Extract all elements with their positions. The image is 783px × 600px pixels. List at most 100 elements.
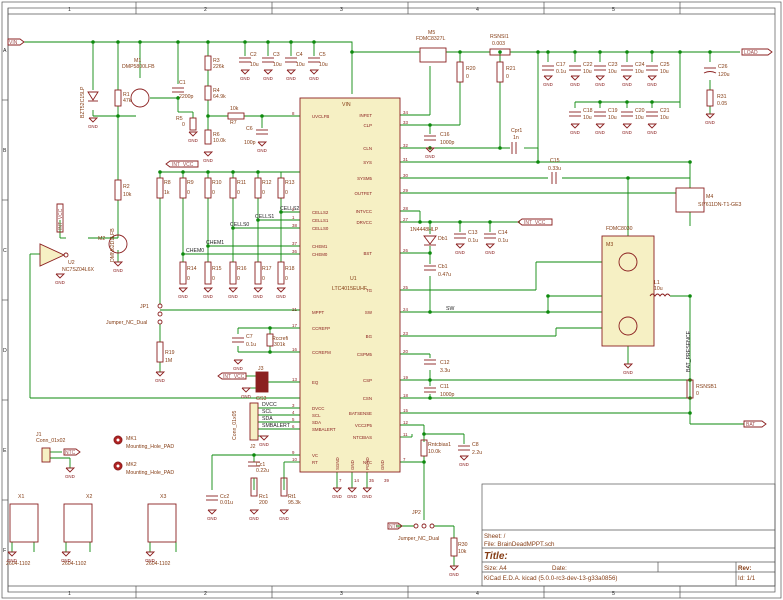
gnd-label: GND [259,442,269,447]
frame-col-1-bottom: 1 [68,591,71,597]
gnd-symbol [570,75,581,81]
int-vcc-label-left: INT_VCC [58,208,64,230]
r2-value: 10k [123,192,132,198]
net-smbalert: SMBALERT [262,423,291,429]
m2-value: DMN62D1LFB [110,228,116,262]
u1-pin-number: 9 [292,450,295,455]
frame-col-4-bottom: 4 [476,591,479,597]
u1-pin-number: 23 [403,331,408,336]
u1-pin-name: PGND [365,457,370,470]
u1-pin-name: CHEM1 [312,244,328,249]
r3-ref: R3 [213,58,220,64]
c26-value: 120u [718,72,730,78]
c7-ref: C7 [246,334,253,340]
gnd-symbol [622,75,633,81]
junction-dots [91,40,712,464]
gnd-symbol [309,69,320,75]
u2-ref: U2 [68,260,75,266]
c6-value: 100p [244,140,256,146]
gnd-label: GND [263,76,273,81]
gnd-label: GND [595,130,605,135]
u1-pin-number: 4 [292,410,295,415]
u1-pin-number: 33 [403,120,408,125]
cc1-ref: Cc1 [256,462,265,468]
gnd-symbol [570,123,581,129]
x3-ref: X3 [160,494,166,500]
gnd-label: GND [455,250,465,255]
gnd-symbol [455,243,466,249]
u1-pin-name: INFET [359,113,372,118]
u1-pin-name: GND [350,460,355,470]
component-labels: BZT52C15LP M1 DMP5800LFB R1 47k C1 2200p… [6,30,742,567]
u1-pin-number: 24 [403,307,408,312]
gnd-label: GND [55,280,65,285]
u1-pin-number: 15 [403,408,408,413]
u1-pin-name: EQ [312,380,319,385]
gnd-label: GND [449,572,459,577]
u1-pin-name: VC [312,453,318,458]
net-scl: SCL [262,409,272,415]
c3-ref: C3 [273,52,280,58]
title-kicad: KiCad E.D.A. kicad (5.0.0-rc3-dev-13-g33… [484,575,617,582]
r11-value: 0 [237,190,240,196]
c19-ref: C19 [608,108,618,114]
gnd-label: GND [145,558,155,563]
c2-value: 10u [250,62,259,68]
c13-ref: C13 [468,230,478,236]
u1-pin-number: 13 [292,377,297,382]
u1-pin-number: 16 [292,347,297,352]
gnd-label: GND [207,516,217,521]
u1-pin-number: 39 [384,478,389,483]
gnd-label: GND [332,494,342,499]
l1-ref: L1 [654,280,660,286]
bat-label: BAT [746,422,755,428]
j3-ref: J3 [258,366,264,372]
gnd-label: GND [203,294,213,299]
u1-pin-number: 27 [403,217,408,222]
c16-value: 1000p [440,140,455,146]
mk1-ref: MK1 [126,436,137,442]
gnd-symbol [228,287,239,293]
jp2-value: Jumper_NC_Dual [398,536,439,542]
int-vcc-label-mid: INT_VCC [172,162,194,168]
r16-ref: R16 [237,266,247,272]
c5-value: 10u [319,62,328,68]
u1-pin-name: SGND [335,457,340,470]
m5-ref: M5 [428,30,435,36]
frame-row-d: D [3,348,7,354]
gnd-label: GND [647,82,657,87]
net-chem1: CHEM1 [206,240,224,246]
c21-ref: C21 [660,108,670,114]
rt1-ref: Rt1 [288,494,296,500]
net-dvcc: DVCC [262,402,277,408]
title-label: Title: [484,551,508,562]
m2-ref: M2 [98,236,105,242]
c13-value: 0.1u [468,238,478,244]
c20-value: 10u [635,115,644,121]
u1-pin-number: 31 [403,157,408,162]
c19-value: 10u [608,115,617,121]
frame-row-a: A [3,48,7,54]
r30-value: 10k [458,549,467,555]
c1-ref: C1 [179,80,186,86]
gnd-symbol [178,287,189,293]
u1-pin-name: CSP [363,378,372,383]
u1-pin-number: 6 [292,424,295,429]
ntc-label-jp2-shape [387,522,403,530]
gnd-label: GND [241,394,251,399]
c1-value: 2200p [179,94,194,100]
gnd-symbol [279,509,290,515]
r16-value: 0 [237,276,240,282]
r4-ref: R4 [213,88,220,94]
u1-pin-name: OUTFET [354,191,372,196]
ntc-label-jp2: NTC [389,524,400,530]
gnd-symbol [55,273,66,279]
net-sda: SDA [262,416,273,422]
gnd-symbol [647,75,658,81]
net-labels: CELLS2 CELLS1 CELLS0 CHEM1 CHEM0 SW BAT_… [186,206,692,429]
gnd-symbol [449,565,460,571]
title-block: Sheet: / File: BrainDeadMPPT.sch Title: … [481,483,776,587]
c17-ref: C17 [556,62,566,68]
frame-col-4: 4 [476,7,479,13]
int-vcc-label-left-shape [56,203,64,233]
